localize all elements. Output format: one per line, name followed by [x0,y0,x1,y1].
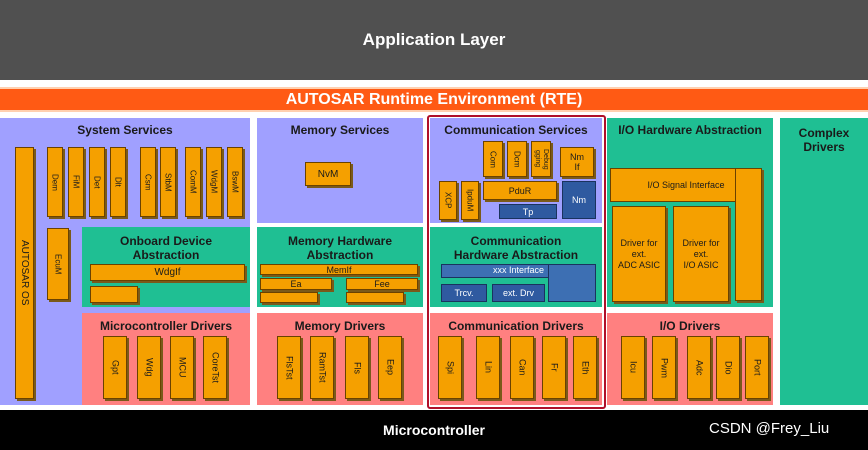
pwm-module: Pwm [652,336,676,399]
microcontroller-layer: Microcontroller [0,410,868,450]
spi-module: Spi [438,336,462,399]
csm-module: Csm [140,147,156,217]
wdgm-module: WdgM [206,147,222,217]
bswm-module: BswM [227,147,243,217]
fls-module: Fls [345,336,369,399]
com-module: Com [483,141,503,177]
ext-drv-module: ext. Drv [492,284,545,302]
xcp-module: XCP [439,181,457,220]
stbm-module: StbM [160,147,176,217]
port-module: Port [745,336,769,399]
rte-layer: AUTOSAR Runtime Environment (RTE) [0,87,868,112]
wdgif-module: WdgIf [90,264,245,281]
wdg-module: Wdg [137,336,161,399]
communication-drivers-title: Communication Drivers [448,319,584,333]
io-signal-interface-leg [735,168,762,301]
tp-module: Tp [499,204,557,219]
fee-module: Fee [346,278,418,290]
complex-drivers-title: Complex Drivers [798,126,850,154]
dlt-module: Dlt [110,147,126,217]
comm-module: ComM [185,147,201,217]
eep-module: Eep [378,336,402,399]
gpt-module: Gpt [103,336,127,399]
driver-ext-adc-module: Driver for ext. ADC ASIC [612,206,666,302]
complex-drivers-panel [780,118,868,405]
system-services-title: System Services [77,123,173,137]
flstst-module: FlsTst [277,336,301,399]
driver-ext-io-module: Driver for ext. I/O ASIC [673,206,729,302]
communication-stack-highlight [427,115,606,409]
onboard-device-abstraction-title: Onboard Device Abstraction [119,234,213,262]
memory-hw-abstraction-title: Memory Hardware Abstraction [287,234,393,262]
ecum-module: EcuM [47,228,69,300]
application-layer: Application Layer [0,0,868,80]
dcm-module: Dcm [507,141,527,177]
autosar-os-module: AUTOSAR OS [15,147,34,399]
dem-module: Dem [47,147,63,217]
watermark: CSDN @Frey_Liu [709,420,830,437]
io-hw-abstraction-title: I/O Hardware Abstraction [618,123,762,137]
nvm-module: NvM [305,162,351,186]
adc-module: Adc [687,336,711,399]
microcontroller-drivers-title: Microcontroller Drivers [99,319,233,333]
fim-module: FiM [68,147,84,217]
communication-services-title: Communication Services [444,123,588,137]
nm-module: Nm [562,181,596,219]
icu-module: Icu [621,336,645,399]
memif-module: MemIf [260,264,418,275]
nm-if-module: Nm If [560,147,594,177]
ea-sub-block [260,292,318,303]
fee-sub-block [346,292,404,303]
io-drivers-title: I/O Drivers [659,319,721,333]
eth-module: Eth [573,336,597,399]
dio-module: Dio [716,336,740,399]
comm-hw-abstraction-title: Communication Hardware Abstraction [453,234,579,262]
det-module: Det [89,147,105,217]
coretst-module: CoreTst [203,336,227,399]
mcu-module: MCU [170,336,194,399]
trcv-module: Trcv. [441,284,487,302]
memory-services-title: Memory Services [290,123,390,137]
pdur-module: PduR [483,181,557,200]
fr-module: Fr [542,336,566,399]
debugging-module: Debug gging [531,141,551,177]
ramtst-module: RamTst [310,336,334,399]
ipdum-module: IpduM [461,181,479,220]
ea-module: Ea [260,278,332,290]
wdgif-sub-block [90,286,138,303]
xxx-interface-extension [548,264,596,302]
memory-drivers-title: Memory Drivers [294,319,386,333]
lin-module: Lin [476,336,500,399]
can-module: Can [510,336,534,399]
